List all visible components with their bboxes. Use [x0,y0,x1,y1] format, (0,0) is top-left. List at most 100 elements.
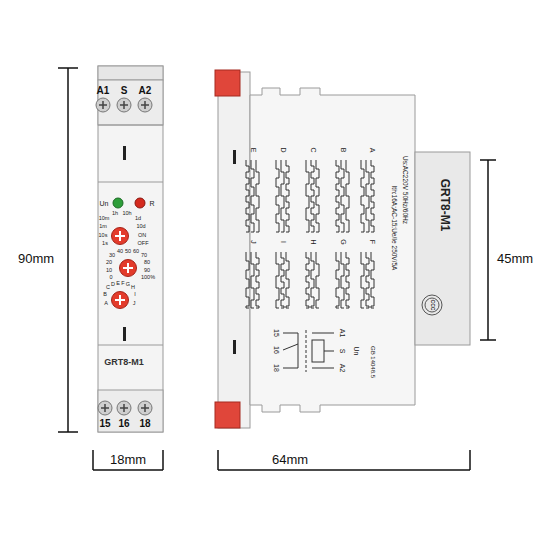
dial-label: 1m [99,224,107,230]
din-clip [215,402,240,428]
terminal-screw [96,98,110,112]
function-letter: H [310,239,317,244]
timing-wave [346,160,349,232]
dial-label: 10h [122,211,131,217]
dimension-label: 45mm [497,252,533,265]
timing-wave [371,252,374,308]
timing-wave [361,160,364,232]
terminal-screw [117,401,131,415]
model-name: GRT8-M1 [439,179,451,232]
timing-wave [306,160,309,232]
relay-body [98,66,163,432]
timing-wave [371,160,374,232]
slot-mark [123,327,126,341]
dial-label: 50 [125,249,131,255]
timing-wave [306,252,309,308]
timing-wave [346,252,349,308]
dial-label: 10 [106,268,112,274]
terminal-cover [98,66,163,80]
dial-label: 70 [141,253,147,259]
timing-wave [251,160,254,232]
timing-wave [276,160,279,232]
terminal-screw [138,401,152,415]
dial-label: ON [138,233,146,239]
timing-wave [366,160,369,232]
terminal-screw [117,98,131,112]
wiring-symbol [283,330,334,372]
ccc-logo [422,295,442,315]
led-label: Un [100,200,109,207]
terminal-label: S [121,86,128,96]
dial-label: 1s [102,241,108,247]
timing-wave [256,252,259,308]
function-letter: J [250,240,257,244]
dial-label: I [134,292,136,298]
terminal-label: 15 [99,419,110,429]
terminal-label: A1 [339,329,346,338]
dial-label: 20 [106,260,112,266]
timing-wave [256,160,259,232]
dial-label: J [133,301,136,307]
timing-wave [311,160,314,232]
standard-text: GB 14048.5 [370,346,376,378]
dial-label: 100% [141,275,155,281]
timing-wave [251,252,254,308]
terminal-label: 16 [118,419,129,429]
slot-mark [233,340,236,354]
led-label: R [149,200,154,207]
terminal-label: A2 [139,86,152,96]
dial-label: G [126,282,130,288]
terminal-label: 18 [139,419,150,429]
dial-label: 1d [135,216,141,222]
dial-label: B [103,292,107,298]
timing-wave [281,252,284,308]
function-letter: F [369,240,376,244]
timing-wave [341,252,344,308]
dial-label: 1h [112,211,118,217]
din-spine [218,72,250,428]
dial-label: 10d [136,224,145,230]
rating-text: Ith:16A;AC-15:Ue/Ie 250V/5A [391,186,398,271]
timing-wave [366,252,369,308]
terminal-screws [96,98,152,415]
timing-wave [276,252,279,308]
timing-wave [341,160,344,232]
dial-label: A [104,301,108,307]
function-letter: B [340,148,347,153]
dial-label: 0 [109,275,112,281]
dial-label: D [111,282,115,288]
timing-wave [246,160,249,232]
function-letter: C [310,147,317,152]
function-letter: D [280,147,287,152]
timing-wave [286,160,289,232]
dial-label: H [131,285,135,291]
dial-label: 10s [99,233,108,239]
timing-wave [246,252,249,308]
timing-wave [336,160,339,232]
dial-label: 90 [144,268,150,274]
slot-mark [123,146,126,160]
dimension-label: 18mm [110,453,146,466]
dial-knobs [112,228,137,309]
logo-text: CCC [430,300,435,311]
timing-wave [336,252,339,308]
dial-label: E [116,281,120,287]
timing-wave [361,252,364,308]
dial-label: C [106,285,110,291]
dimension-label: 90mm [18,252,54,265]
timing-diagrams [246,160,374,308]
din-clip [215,70,240,96]
supply-label: Un [353,347,360,356]
terminal-label: S [339,349,346,354]
dial-knob [112,228,129,245]
function-letter: I [280,241,287,243]
dial-label: 30 [109,253,115,259]
timing-wave [311,252,314,308]
terminal-label: 18 [273,364,280,372]
ccc-logo [425,298,439,312]
side-housing [250,88,415,412]
dimension-lines [58,68,496,470]
dial-label: F [121,281,124,287]
dial-label: 10m [99,216,110,222]
